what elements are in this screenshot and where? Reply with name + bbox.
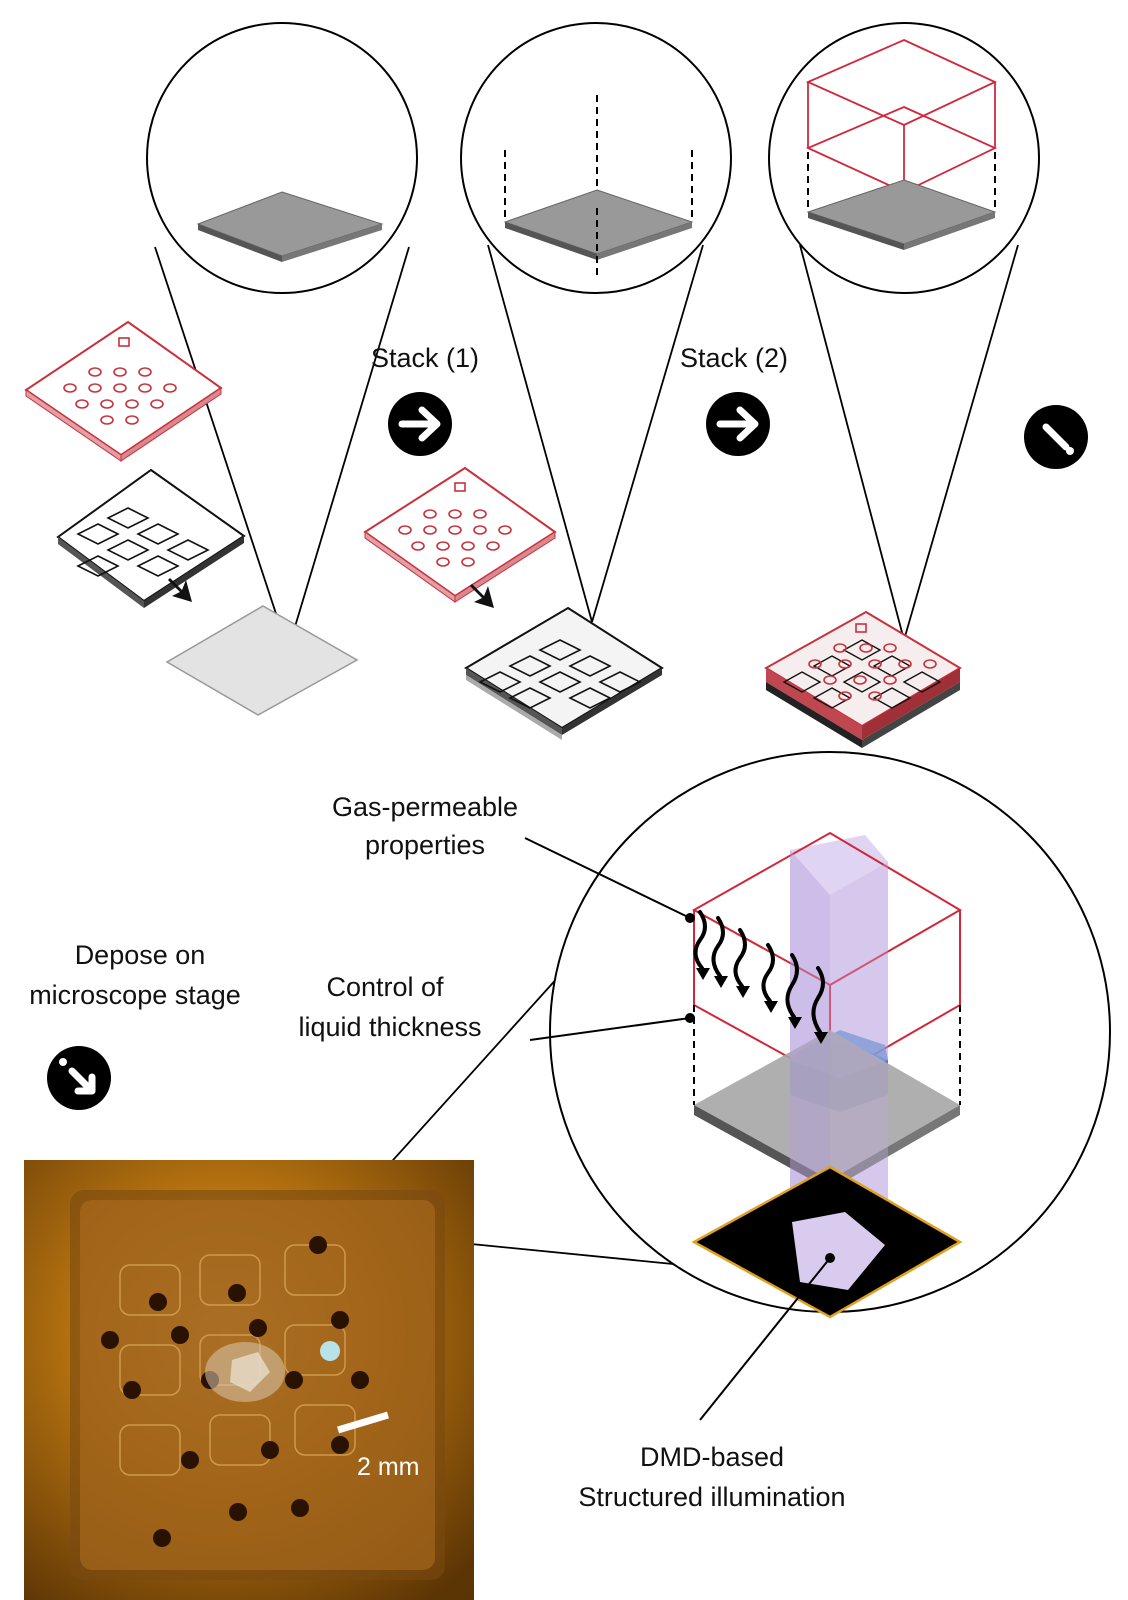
arrow-diagonal-icon-partial [1024,405,1088,469]
pdms-layer-red-2 [363,466,557,603]
zoom-circle-3 [768,22,1040,641]
channel-layer-1 [56,468,246,608]
pdms-layer-red-1 [24,320,223,462]
assembled-chip-1 [464,606,664,740]
gas-permeable-label-1: Gas-permeable [332,792,518,822]
arrow-down-icon [168,578,192,602]
device-photo: 2 mm [24,1160,474,1600]
dmd-mirror [691,1165,963,1319]
arrow-down-icon-2 [470,584,494,608]
glass-plate [694,1030,960,1190]
assembled-chip-2 [764,610,962,748]
arrow-diagonal-icon [47,1046,111,1110]
scale-bar-label: 2 mm [357,1453,420,1481]
dmd-label-1: DMD-based [640,1442,784,1472]
control-label-1: Control of [326,972,444,1002]
control-label-2: liquid thickness [298,1012,481,1042]
stack-2-label: Stack (2) [680,343,788,373]
zoom-circle-1 [146,22,418,651]
gas-flow-arrows [693,910,825,1034]
glass-slide-1 [165,605,359,716]
stack-1-label: Stack (1) [371,343,479,373]
depose-label-2: microscope stage [29,980,241,1010]
arrow-right-icon-2 [706,392,770,456]
arrow-right-icon [388,392,452,456]
dmd-label-2: Structured illumination [578,1482,845,1512]
zoom-circle-2 [460,22,732,623]
depose-label-1: Depose on [75,940,206,970]
gas-permeable-label-2: properties [365,830,485,860]
